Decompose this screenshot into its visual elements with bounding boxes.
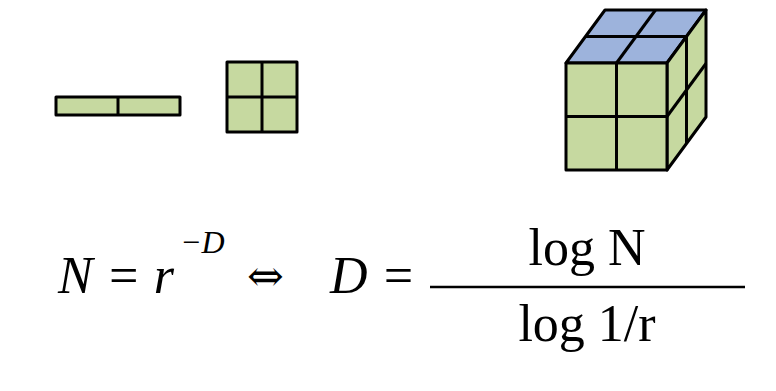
denominator: log 1/r [518, 298, 655, 350]
formula-term: N = r [58, 250, 174, 302]
line-segments [56, 97, 180, 115]
cube-right-face [667, 10, 706, 170]
fraction-bar [430, 286, 745, 289]
square-divider [227, 96, 297, 99]
cube-divider [586, 35, 687, 38]
cube-front-face [566, 63, 667, 170]
exponent: −D [180, 226, 225, 258]
numerator: log N [529, 222, 646, 274]
cube-divider [566, 115, 667, 118]
formula-term: D = [330, 250, 416, 302]
square-cells [227, 62, 297, 132]
equivalence-symbol: ⇔ [247, 254, 284, 298]
cube-divider [667, 64, 706, 117]
segment-divider [117, 97, 120, 115]
